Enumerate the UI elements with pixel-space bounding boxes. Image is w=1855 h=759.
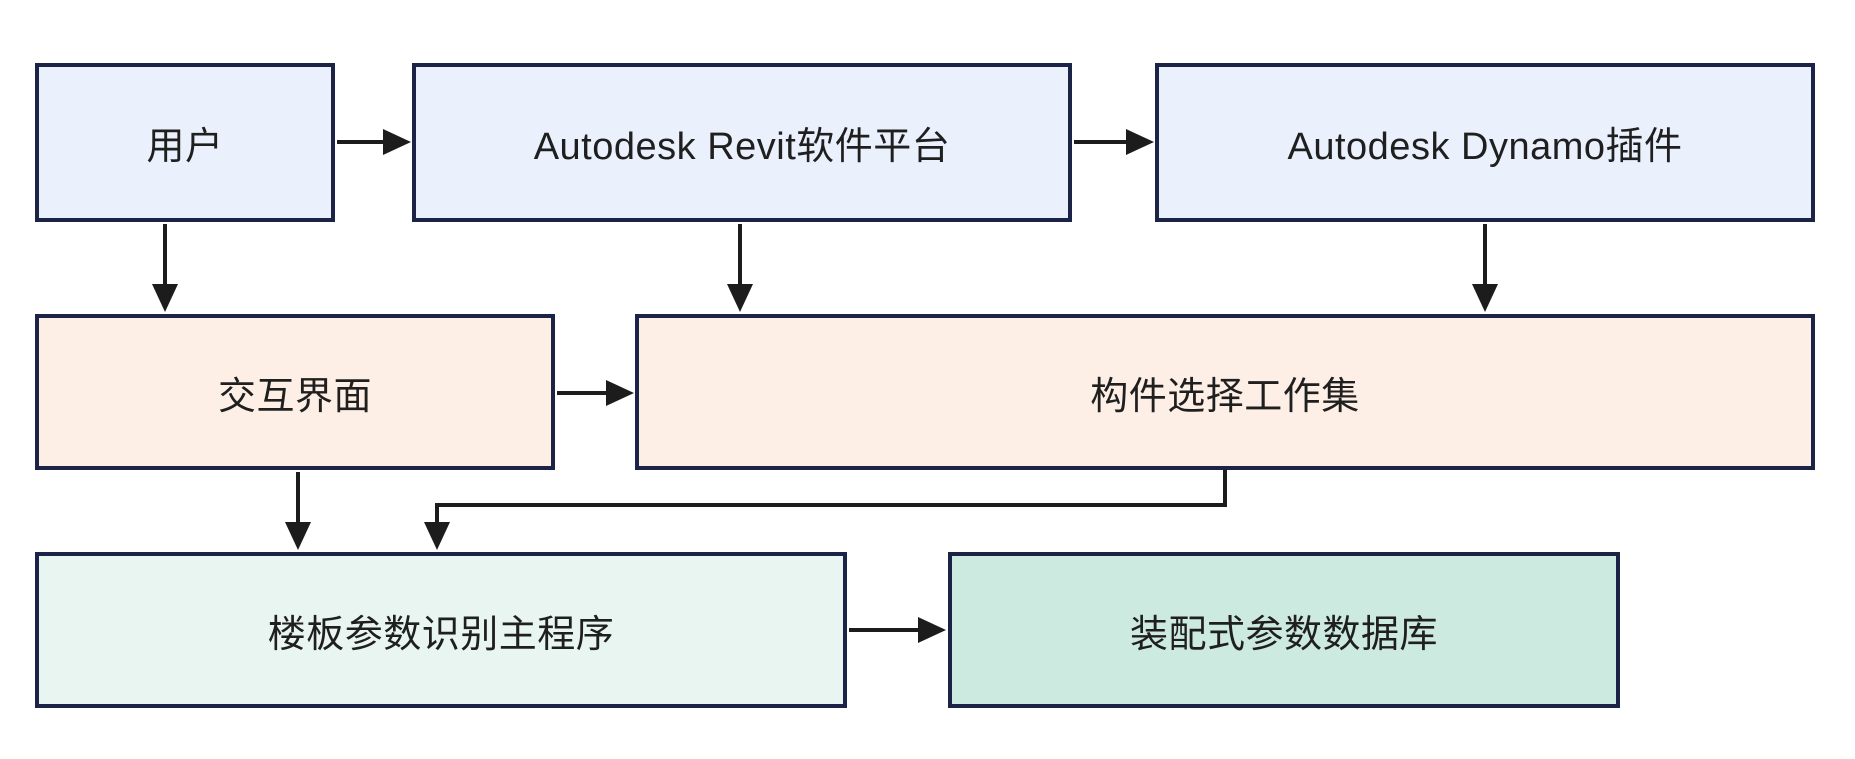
node-prefab-parameter-database: 装配式参数数据库 [948, 552, 1620, 708]
node-user: 用户 [35, 63, 335, 222]
node-floor-parameter-main-program: 楼板参数识别主程序 [35, 552, 847, 708]
arrow-revit-to-workset [727, 224, 753, 312]
arrow-ui-to-main-program [285, 472, 311, 550]
arrow-ui-to-workset [557, 380, 634, 406]
node-component-selection-workset-label: 构件选择工作集 [1090, 375, 1360, 418]
node-dynamo-plugin-label: Autodesk Dynamo插件 [1287, 126, 1683, 168]
node-dynamo-plugin: Autodesk Dynamo插件 [1155, 63, 1815, 222]
node-interactive-interface: 交互界面 [35, 314, 555, 470]
arrow-dynamo-to-workset [1472, 224, 1498, 312]
node-interactive-interface-label: 交互界面 [217, 375, 372, 418]
arrow-revit-to-dynamo [1074, 129, 1154, 155]
node-floor-parameter-main-program-label: 楼板参数识别主程序 [267, 613, 615, 656]
node-component-selection-workset: 构件选择工作集 [635, 314, 1815, 470]
arrow-main-program-to-database [849, 617, 946, 643]
node-revit-platform-label: Autodesk Revit软件平台 [533, 126, 951, 168]
node-revit-platform: Autodesk Revit软件平台 [412, 63, 1072, 222]
arrow-workset-to-main-program [424, 470, 1227, 550]
arrow-user-to-ui [152, 224, 178, 312]
node-prefab-parameter-database-label: 装配式参数数据库 [1129, 613, 1438, 656]
node-user-label: 用户 [146, 126, 224, 168]
arrow-user-to-revit [337, 129, 411, 155]
